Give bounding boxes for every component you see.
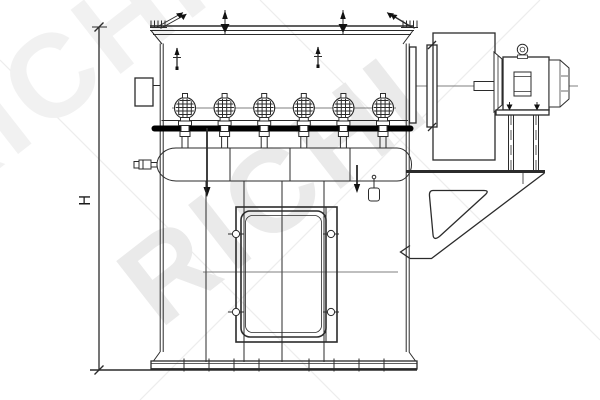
fan-inlet-bell (493, 50, 503, 114)
roof-vent-2 (338, 10, 348, 34)
door-leaf-inner (245, 215, 322, 333)
gusset-plate (410, 172, 545, 260)
drain-valve (133, 159, 158, 170)
duct-dim-tick-bottom (427, 122, 437, 132)
support-bracket (399, 170, 545, 260)
tank-seams (229, 148, 351, 181)
motor-terminal-box (513, 71, 532, 97)
door-leaf (240, 210, 327, 338)
inlet-flange-b (426, 44, 438, 128)
plenum-arrow-1 (173, 47, 181, 70)
flow-arrow-main (203, 128, 211, 197)
gusset-notch (399, 244, 411, 260)
door-clamps (228, 229, 339, 317)
motor-stand (508, 115, 539, 171)
plenum-arrow-2 (314, 46, 322, 68)
inlet-flange-a (408, 46, 417, 124)
fan-motor-assembly (399, 32, 578, 260)
air-header-tank (133, 128, 412, 202)
roof-vent-1 (220, 10, 230, 34)
filter-housing (134, 10, 418, 352)
dimension-tick-top (94, 22, 104, 32)
height-dimension-label: H (76, 195, 94, 206)
door-frame (235, 206, 338, 343)
base-flange (150, 351, 418, 372)
motor-base-plate (495, 109, 550, 116)
motor-eyebolt (516, 43, 529, 56)
roof-panel (150, 25, 414, 45)
gusset-cutout (428, 189, 488, 240)
junction-box (134, 77, 160, 107)
motor-fan-cowl (548, 59, 570, 108)
motor-shaft (473, 81, 495, 91)
duct-dim-tick-top (427, 40, 437, 50)
tank-right-cap (396, 147, 412, 182)
motor-foot-bolts (506, 102, 540, 111)
access-door (228, 206, 339, 343)
anchor-bolt-ticks (183, 358, 385, 372)
height-dimension: H (76, 22, 417, 375)
blowpipe-header (151, 125, 414, 132)
flow-arrow-secondary (353, 165, 361, 193)
gauge-tag (368, 174, 380, 202)
lifting-lug-left (150, 12, 187, 29)
motor (495, 43, 570, 116)
lifting-lug-right (386, 12, 418, 29)
housing-walls (159, 43, 410, 352)
